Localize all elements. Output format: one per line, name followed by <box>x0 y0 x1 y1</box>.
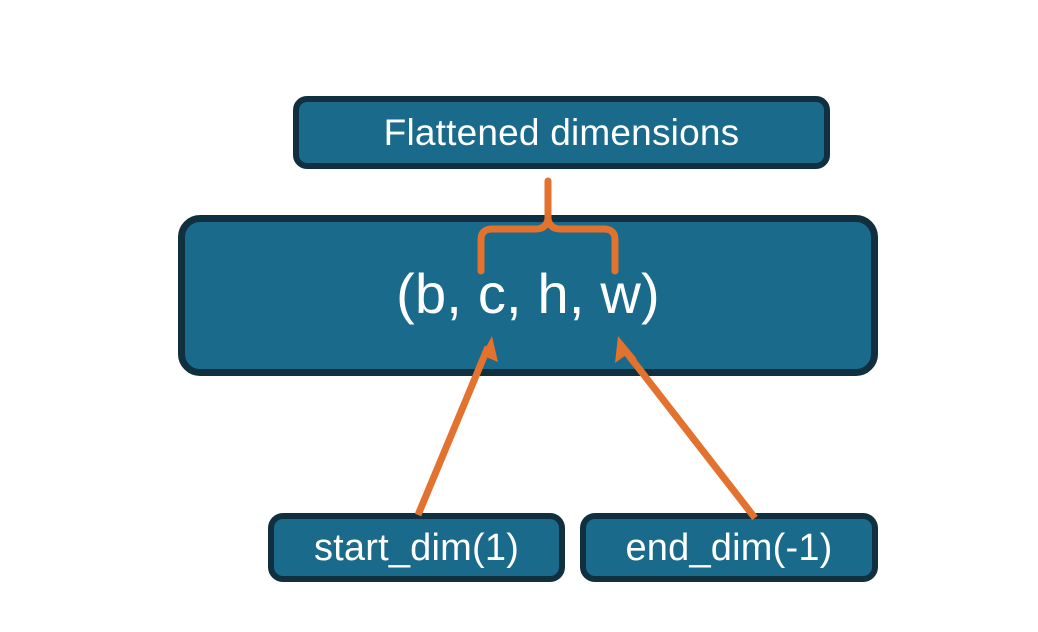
start-dim-label: start_dim(1) <box>313 526 520 569</box>
end-dim-node: end_dim(-1) <box>580 513 878 582</box>
flattened-dimensions-node: Flattened dimensions <box>293 96 830 169</box>
flattened-dimensions-label: Flattened dimensions <box>383 112 740 153</box>
end-dim-label: end_dim(-1) <box>625 526 833 569</box>
tensor-shape-tuple-node: (b, c, h, w) <box>178 215 878 376</box>
start-dim-node: start_dim(1) <box>268 513 565 582</box>
tensor-shape-tuple-label: (b, c, h, w) <box>396 261 660 325</box>
